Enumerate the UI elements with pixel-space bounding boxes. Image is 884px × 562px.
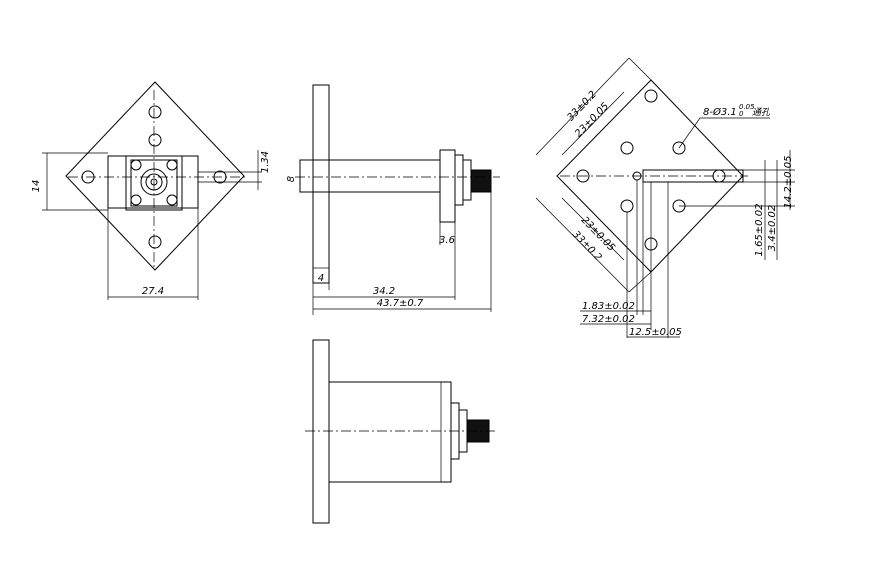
dim-h2: 7.32±0.02: [582, 314, 635, 325]
dim-h1: 1.83±0.02: [582, 301, 635, 312]
side-waveguide-tube: [299, 159, 441, 193]
dim-side-step: 3.6: [439, 235, 455, 246]
front-hole: [148, 235, 162, 249]
hole-tolerance: 0.05: [739, 103, 755, 111]
flange-hole: [620, 141, 634, 155]
flange-hole: [672, 141, 686, 155]
hole-spec: 8-Ø3.1: [703, 106, 737, 118]
hole-note: 通孔: [752, 107, 771, 118]
front-connector-flange: [125, 155, 183, 211]
front-connector-screw: [166, 159, 178, 171]
dim-v3: 14.2±0.05: [783, 156, 794, 209]
dim-side-dia: 8: [286, 176, 297, 182]
dim-h3: 12.5±0.05: [629, 327, 682, 338]
flange-hole: [644, 89, 658, 103]
front-connector-screw: [130, 194, 142, 206]
front-connector-screw: [166, 194, 178, 206]
bottom-body: [328, 381, 452, 483]
flange-hole: [576, 169, 590, 183]
front-view: 14 1.34 27.4: [31, 81, 271, 300]
hole-tolerance-lower: 0: [739, 110, 744, 118]
dim-front-offset: 1.34: [260, 151, 271, 173]
side-connector-nut: [462, 159, 472, 201]
bottom-flange: [312, 339, 330, 524]
front-hole: [148, 133, 162, 147]
front-connector-screw: [130, 159, 142, 171]
dim-v2: 3.4±0.02: [767, 205, 778, 252]
front-waveguide-body: [107, 155, 199, 209]
dim-side-len2: 43.7±0.7: [377, 298, 424, 309]
bottom-view: [305, 339, 498, 524]
dim-front-width: 27.4: [142, 286, 164, 297]
front-flange-diamond: [65, 81, 245, 271]
side-connector-thread: [470, 169, 492, 193]
dim-side-flange: 4: [318, 273, 324, 284]
front-hole: [148, 105, 162, 119]
dim-v1: 1.65±0.02: [754, 204, 765, 257]
flange-hole: [620, 199, 634, 213]
side-connector-plate: [454, 154, 464, 206]
side-flange: [312, 84, 330, 284]
flange-view: 33±0.2 23±0.05 33±0.2 23±0.05 8-Ø3.1 0.0…: [535, 57, 795, 338]
side-step: [439, 149, 456, 223]
dim-front-height: 14: [31, 180, 42, 193]
dim-side-len1: 34.2: [373, 286, 395, 297]
side-view: 8 4 3.6 34.2 43.7±0.7: [286, 84, 500, 315]
